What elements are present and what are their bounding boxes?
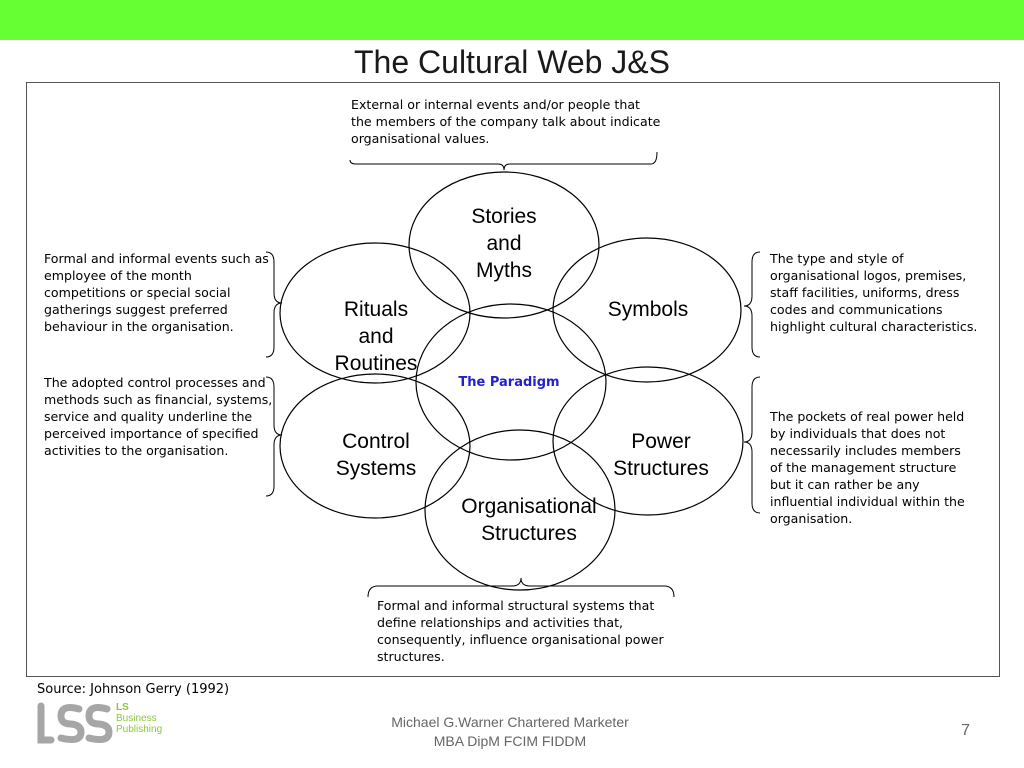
rituals-description: Formal and informal events such as emplo… bbox=[44, 251, 269, 334]
control-brace bbox=[265, 376, 283, 497]
symbols-description: The type and style of organisational log… bbox=[770, 251, 978, 334]
footer-line-1: Michael G.Warner Chartered Marketer bbox=[391, 714, 629, 730]
label-rituals-1: Rituals bbox=[344, 298, 408, 321]
stories-description: External or internal events and/or peopl… bbox=[351, 97, 661, 146]
ellipses bbox=[279, 171, 744, 591]
top-accent-bar bbox=[0, 0, 1024, 40]
footer-author: Michael G.Warner Chartered Marketer MBA … bbox=[340, 713, 680, 751]
rituals-brace bbox=[265, 251, 283, 358]
label-stories-1: Stories bbox=[471, 205, 536, 228]
label-organisational-1: Organisational bbox=[461, 495, 596, 518]
logo-letter-l bbox=[37, 702, 55, 744]
structures-brace bbox=[367, 577, 675, 598]
page-number: 7 bbox=[961, 722, 970, 739]
label-stories-2: and bbox=[486, 232, 521, 255]
logo-letter-s1 bbox=[57, 704, 85, 743]
control-description: The adopted control processes and method… bbox=[44, 375, 273, 458]
slide-title: The Cultural Web J&S bbox=[354, 44, 670, 80]
ellipse-symbols bbox=[552, 237, 742, 383]
logo-text: LS Business Publishing bbox=[116, 702, 162, 735]
label-control-2: Systems bbox=[336, 457, 417, 480]
ellipse-organisational bbox=[424, 429, 616, 591]
logo-line-ls: LS bbox=[116, 702, 129, 713]
logo-line-publishing: Publishing bbox=[116, 724, 163, 735]
label-rituals-2: and bbox=[358, 325, 393, 348]
label-symbols: Symbols bbox=[608, 298, 689, 321]
label-stories-3: Myths bbox=[476, 259, 532, 282]
footer-line-2: MBA DipM FCIM FIDDM bbox=[433, 733, 587, 749]
logo-letter-s2 bbox=[85, 704, 113, 743]
structures-description: Formal and informal structural systems t… bbox=[377, 598, 664, 664]
source-citation: Source: Johnson Gerry (1992) bbox=[37, 682, 230, 697]
label-rituals-3: Routines bbox=[335, 352, 418, 375]
ellipse-stories bbox=[408, 171, 600, 319]
ellipse-paradigm bbox=[415, 303, 607, 461]
ls-business-publishing-logo bbox=[37, 702, 113, 744]
diagram-frame bbox=[26, 82, 1000, 677]
power-brace bbox=[743, 376, 761, 514]
label-paradigm: The Paradigm bbox=[458, 375, 559, 390]
ellipse-power bbox=[552, 366, 744, 516]
power-description: The pockets of real power held by indivi… bbox=[770, 409, 965, 526]
label-power-2: Structures bbox=[613, 457, 709, 480]
label-organisational-2: Structures bbox=[481, 522, 577, 545]
braces bbox=[265, 151, 761, 598]
logo-line-business: Business bbox=[116, 713, 157, 724]
stories-brace bbox=[349, 151, 658, 171]
label-control-1: Control bbox=[342, 430, 410, 453]
node-labels: Stories and Myths Rituals and Routines S… bbox=[335, 205, 709, 545]
label-power-1: Power bbox=[631, 430, 691, 453]
ellipse-control bbox=[279, 373, 471, 519]
ellipse-rituals bbox=[279, 242, 471, 384]
symbols-brace bbox=[743, 251, 761, 358]
